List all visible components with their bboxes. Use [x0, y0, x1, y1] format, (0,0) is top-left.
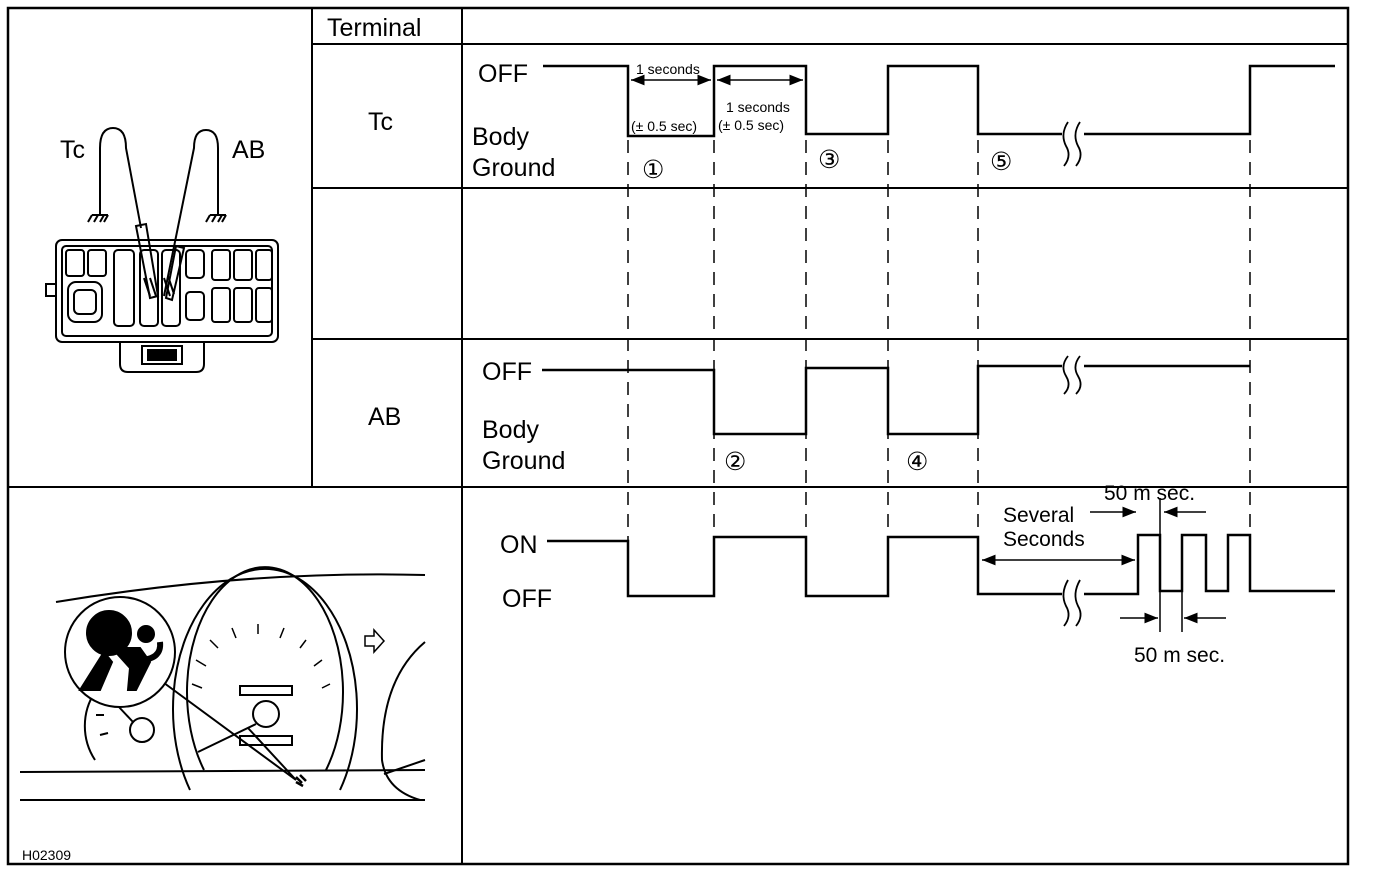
instrument-cluster-figure: [19, 566, 426, 801]
figure-code: H02309: [22, 847, 71, 863]
connector-label-ab: AB: [232, 136, 265, 164]
step-4-marker: ④: [906, 448, 928, 476]
step-5-marker: ⑤: [990, 148, 1012, 176]
tc-waveform: [543, 64, 1335, 138]
tc-timing2-label: 1 seconds: [726, 99, 790, 115]
terminal-header: Terminal: [327, 14, 421, 42]
tc-timing2-tolerance: (± 0.5 sec): [718, 117, 784, 133]
tc-level-ground: Ground: [472, 154, 555, 182]
connector-figure: Tc AB: [45, 126, 279, 373]
timing-guides: [627, 140, 1251, 598]
row-label-tc: Tc: [368, 108, 393, 136]
lamp-level-on: ON: [500, 531, 538, 559]
tc-level-off: OFF: [478, 60, 528, 88]
ab-waveform: [542, 364, 1250, 436]
tc-timing1-tolerance: (± 0.5 sec): [631, 118, 697, 134]
ab-level-off: OFF: [482, 358, 532, 386]
ab-level-body: Body: [482, 416, 539, 444]
lamp-timing-arrows: [982, 498, 1226, 632]
step-2-marker: ②: [724, 448, 746, 476]
row-label-ab: AB: [368, 403, 401, 431]
tc-level-body: Body: [472, 123, 529, 151]
connector-label-tc: Tc: [60, 136, 85, 164]
lamp-break-mark: [1062, 579, 1082, 627]
pulse-width-bottom-label: 50 m sec.: [1134, 644, 1225, 667]
several-label-line2: Seconds: [1003, 528, 1085, 551]
ab-level-ground: Ground: [482, 447, 565, 475]
lamp-waveform: [547, 533, 1335, 598]
step-1-marker: ①: [642, 156, 664, 184]
tc-break-mark: [1062, 121, 1082, 167]
lamp-level-off: OFF: [502, 585, 552, 613]
step-3-marker: ③: [818, 146, 840, 174]
several-label-line1: Several: [1003, 504, 1074, 527]
pulse-width-top-label: 50 m sec.: [1104, 482, 1195, 505]
tc-timing1-label: 1 seconds: [636, 61, 700, 77]
table-frame: [6, 6, 1350, 866]
ab-break-mark: [1062, 355, 1082, 395]
